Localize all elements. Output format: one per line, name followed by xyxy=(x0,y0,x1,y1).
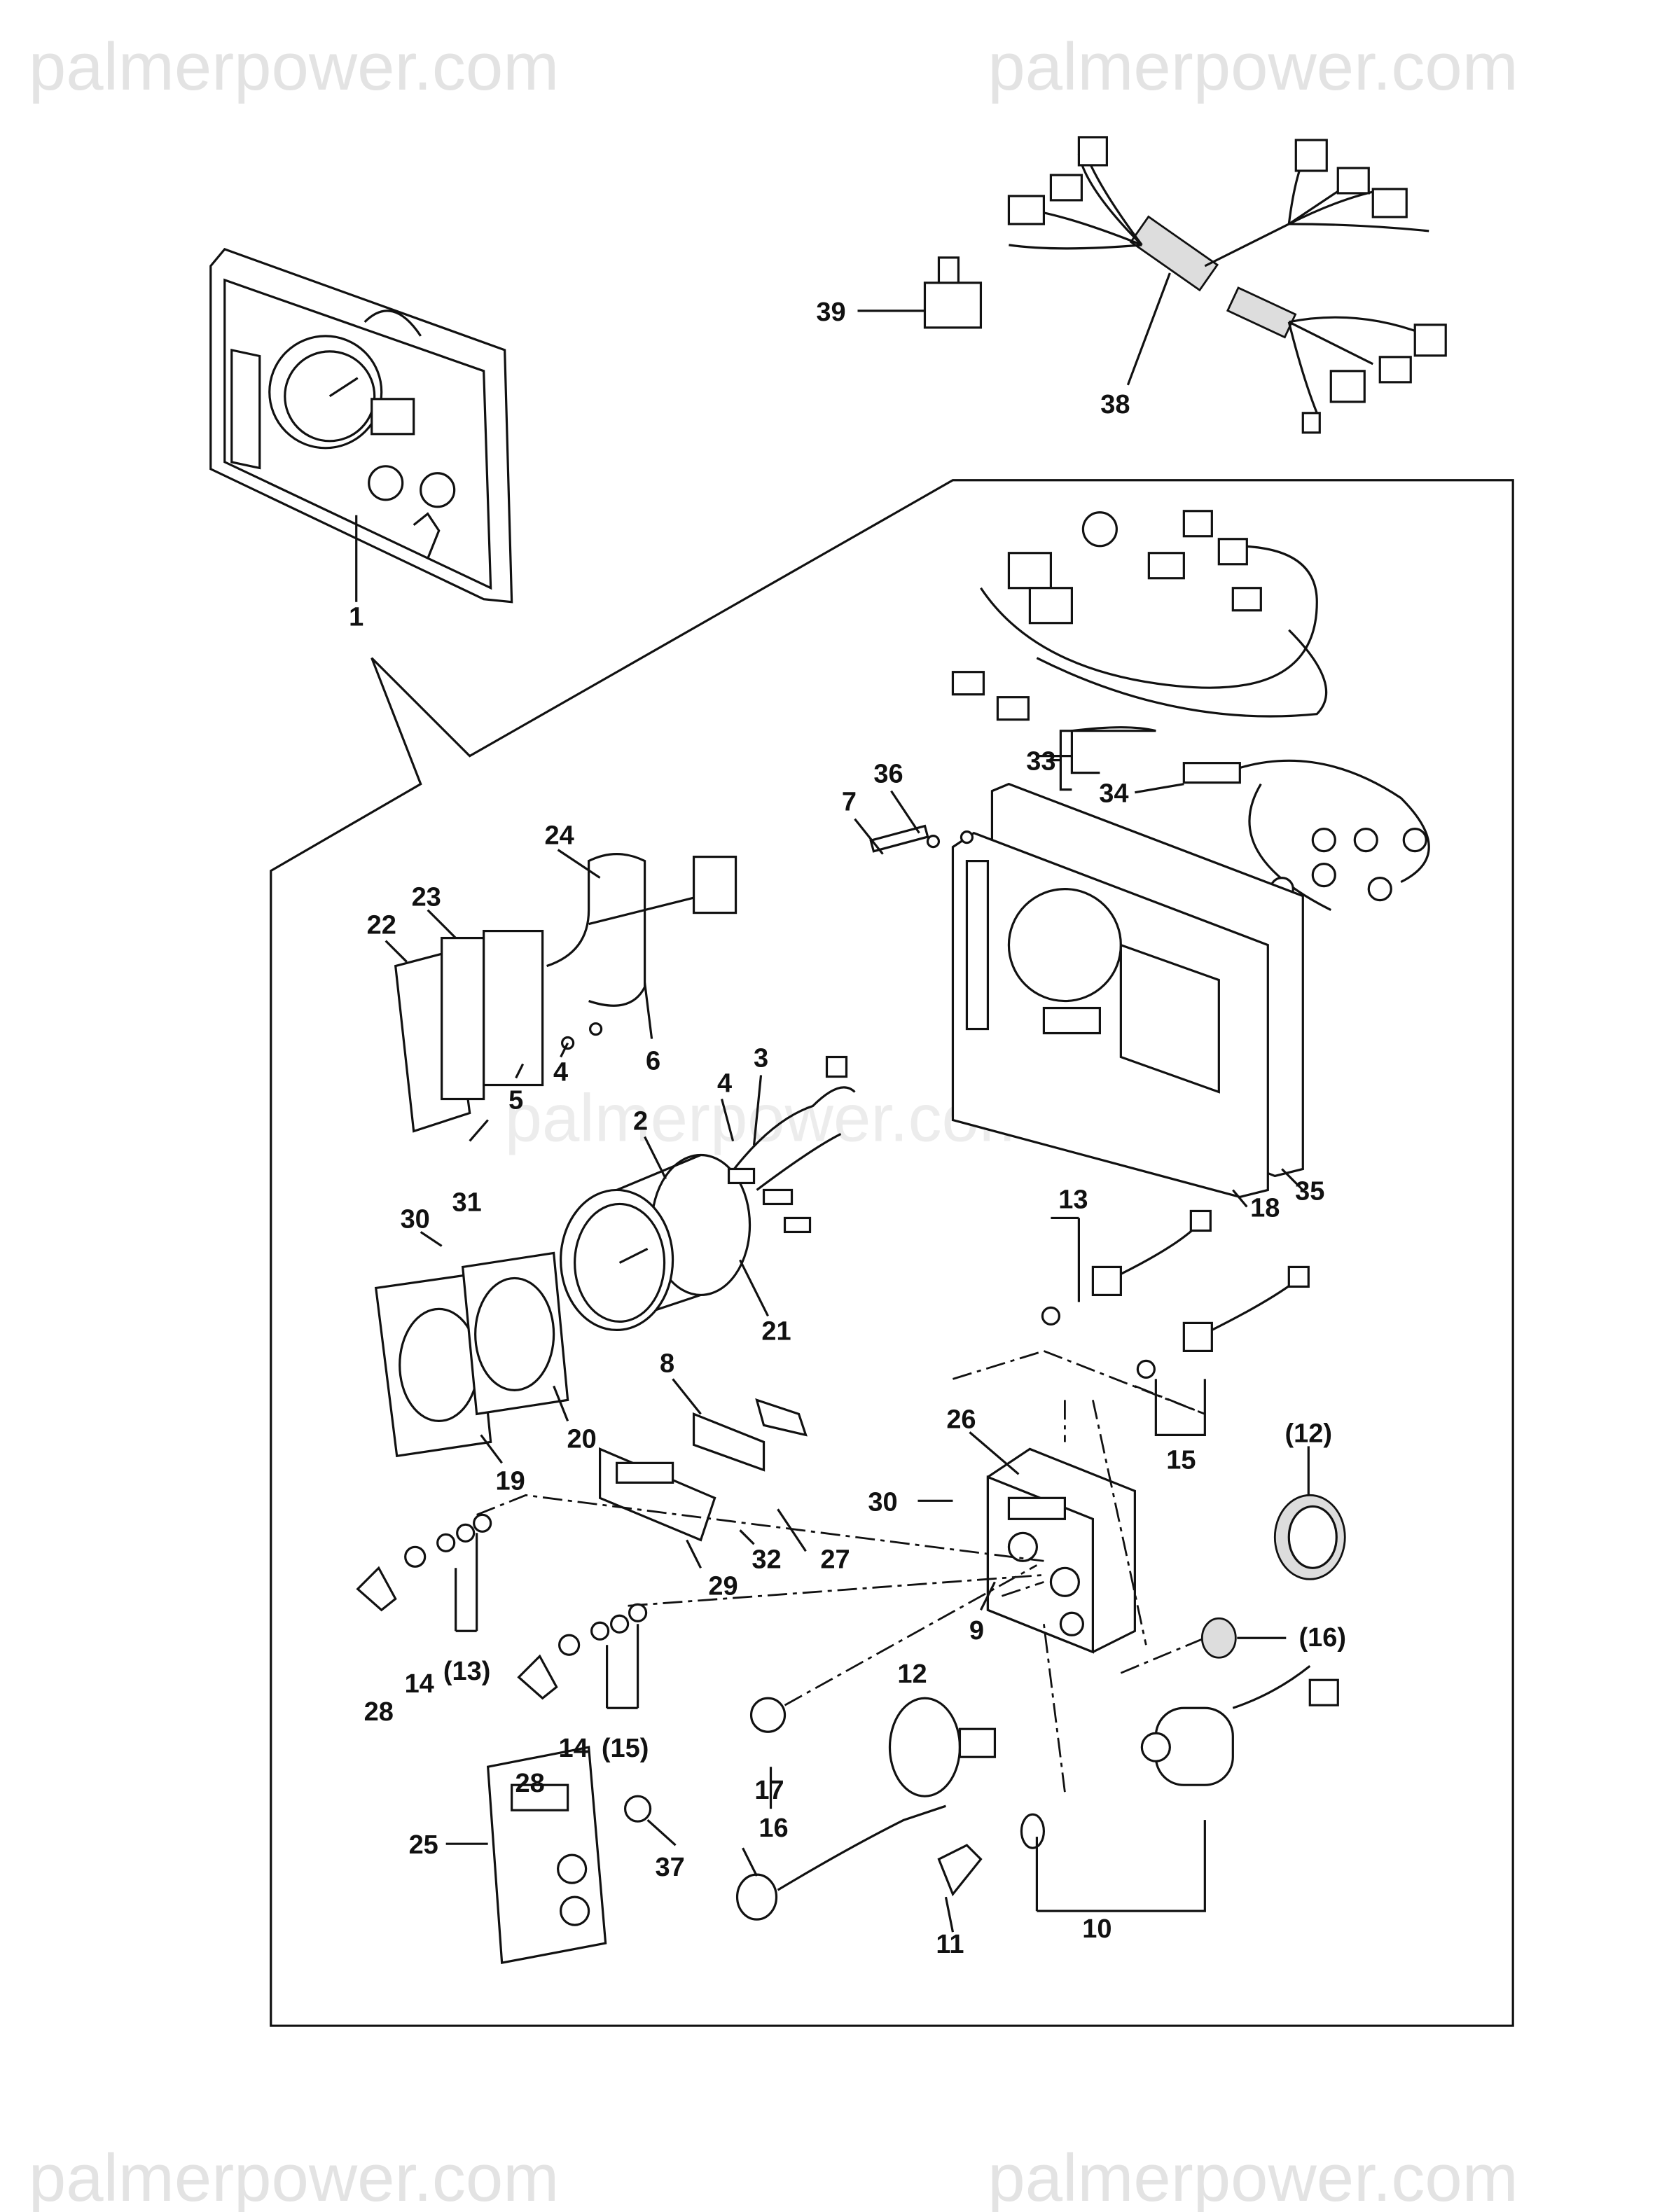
callout-33: 33 xyxy=(1026,747,1055,777)
callout-27: 27 xyxy=(820,1545,850,1574)
callout-12: 12 xyxy=(897,1660,927,1689)
callout-39: 39 xyxy=(816,298,845,327)
callout-17: 17 xyxy=(754,1776,784,1805)
callout-12-ref: (12) xyxy=(1285,1419,1333,1448)
callout-23: 23 xyxy=(412,883,441,912)
watermark: palmerpower.com xyxy=(988,29,1518,104)
wiring-harness-38 xyxy=(1007,136,1447,434)
callout-1: 1 xyxy=(349,603,363,632)
callout-10: 10 xyxy=(1082,1914,1111,1944)
assembly-line xyxy=(476,1350,1205,1793)
callout-19: 19 xyxy=(496,1466,525,1496)
callout-26: 26 xyxy=(946,1405,976,1434)
relay xyxy=(857,256,983,329)
callout-28: 28 xyxy=(364,1697,394,1727)
callout-6: 6 xyxy=(646,1047,660,1076)
callout-16-ref: (16) xyxy=(1299,1623,1347,1653)
callout-32: 32 xyxy=(752,1545,781,1574)
callout-14: 14 xyxy=(559,1734,588,1763)
callout-24: 24 xyxy=(545,821,574,851)
watermark: palmerpower.com xyxy=(29,2141,559,2212)
callout-34: 34 xyxy=(1099,779,1128,809)
callout-16: 16 xyxy=(759,1814,788,1843)
callout-25: 25 xyxy=(409,1830,438,1860)
watermark: palmerpower.com xyxy=(988,2141,1518,2212)
callout-4: 4 xyxy=(553,1058,568,1087)
pilot-lamp-group xyxy=(394,853,737,1142)
instrument-panel-assembly xyxy=(209,248,513,604)
callout-11: 11 xyxy=(936,1930,964,1959)
gauge-group xyxy=(374,1055,856,1458)
callout-5: 5 xyxy=(508,1085,523,1115)
callout-29: 29 xyxy=(708,1571,737,1601)
knobs-and-switches xyxy=(356,730,1346,1965)
callout-18: 18 xyxy=(1250,1193,1280,1223)
callout-22: 22 xyxy=(367,911,396,940)
callout-4: 4 xyxy=(717,1069,732,1099)
callout-7: 7 xyxy=(842,788,857,817)
callout-30: 30 xyxy=(868,1487,897,1517)
panel-frame-18-35 xyxy=(869,782,1304,1208)
callout-35: 35 xyxy=(1295,1176,1324,1206)
callout-2: 2 xyxy=(633,1106,648,1136)
callout-15-ref: (15) xyxy=(602,1734,649,1763)
callout-28: 28 xyxy=(515,1769,545,1798)
callout-20: 20 xyxy=(567,1424,596,1454)
callout-13: 13 xyxy=(1058,1185,1088,1214)
detail-frame xyxy=(270,479,1514,2027)
callout-38: 38 xyxy=(1100,390,1130,419)
watermark: palmerpower.com xyxy=(505,1080,1035,1155)
callout-3: 3 xyxy=(754,1044,768,1073)
wiring-harness-33 xyxy=(951,510,1430,912)
callout-9: 9 xyxy=(969,1616,984,1646)
callout-30: 30 xyxy=(401,1204,430,1234)
callout-21: 21 xyxy=(761,1316,791,1346)
callout-31: 31 xyxy=(452,1188,482,1217)
callout-8: 8 xyxy=(660,1349,674,1378)
callout-13-ref: (13) xyxy=(443,1657,491,1686)
callout-15: 15 xyxy=(1166,1445,1196,1475)
callout-36: 36 xyxy=(873,760,903,789)
callout-37: 37 xyxy=(655,1853,684,1882)
indicator-lenses xyxy=(599,1398,808,1542)
watermark: palmerpower.com xyxy=(29,29,559,104)
callout-14: 14 xyxy=(405,1669,434,1699)
switch-box xyxy=(986,1447,1136,1654)
